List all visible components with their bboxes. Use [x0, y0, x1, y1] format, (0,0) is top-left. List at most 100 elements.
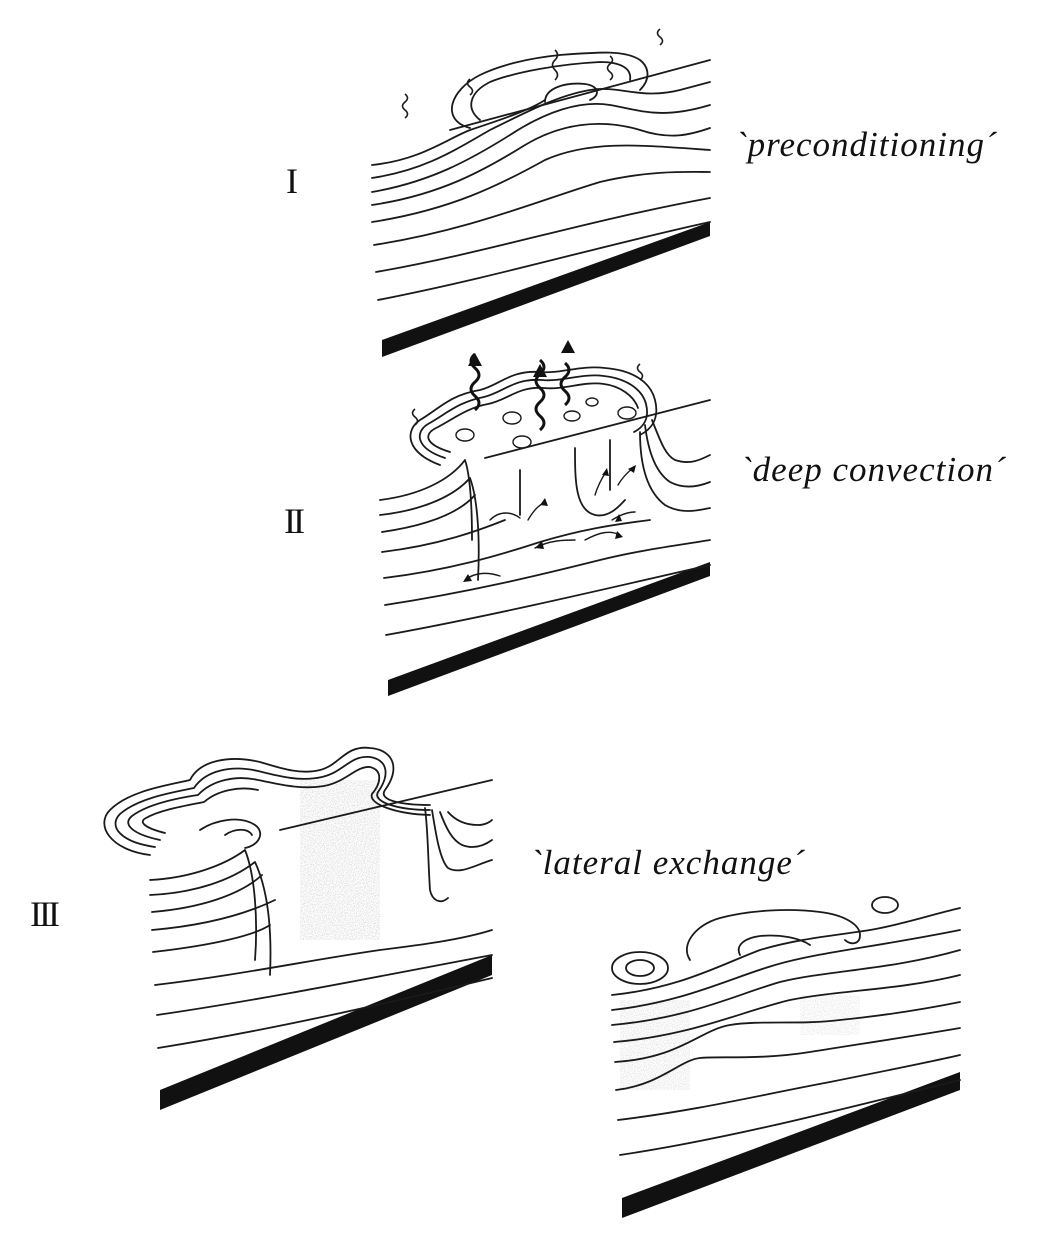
panel-3-eddy-core [199, 818, 262, 849]
panel-1-isopycnal [371, 122, 711, 206]
panel-1-heat-loss-arrow [606, 55, 614, 81]
stage-3-label: `lateral exchange´ [530, 843, 806, 882]
panel-3-isopycnal [619, 1079, 961, 1156]
panel-2-convective-plume [617, 406, 637, 420]
panel-3-surface-eddy [611, 951, 669, 985]
panel-3-isopycnal [157, 977, 493, 1049]
panel-3-eddy-contour [114, 756, 431, 848]
panel-2-circulation-arrow [611, 511, 636, 521]
panel-2-convective-plume [585, 397, 599, 407]
panel-2-heat-loss-arrow [636, 363, 644, 381]
panel-2-convective-plume [563, 410, 581, 422]
panel-1-isopycnal [371, 144, 711, 223]
panel-2-convective-plume [502, 411, 522, 425]
panel-3-eddy-contour [737, 934, 811, 956]
panel-2-isopycnal [381, 494, 476, 533]
panel-2-arrowhead [468, 353, 482, 366]
stage-2-numeral: II [284, 501, 305, 541]
panel-2-heat-loss-arrow [559, 361, 571, 407]
panel-2-arrowhead [602, 468, 609, 476]
panel-3-isopycnal [149, 861, 272, 976]
panel-3-eddy-contour [685, 909, 861, 961]
panel-1-heat-loss-arrow [401, 93, 409, 119]
panel-2-arrowhead [615, 531, 623, 539]
panel-2-arrowhead [540, 498, 548, 506]
panel-3-left-surface-edge [279, 779, 493, 831]
panel-2-convective-plume [455, 428, 475, 442]
panel-3-isopycnal [431, 809, 493, 872]
panel-2-arrowhead [533, 364, 547, 377]
panel-2-patch-contour [418, 374, 648, 459]
panel-1-dome-outer [451, 51, 649, 129]
panel-3-isopycnal [617, 1054, 961, 1121]
panel-3-mixed-water-stipple [300, 780, 380, 940]
panel-lateral-exchange-right [611, 896, 961, 1218]
panel-2-isopycnal [639, 431, 711, 512]
panel-3-isopycnal [152, 924, 271, 953]
panel-3-right-sea-floor [622, 1072, 960, 1218]
panel-3-isopycnal [151, 874, 263, 913]
panel-2-arrowhead [615, 514, 622, 522]
panel-2-circulation-arrow [584, 531, 621, 541]
panel-2-isopycnal [651, 419, 711, 463]
panel-3-isopycnal [439, 811, 493, 848]
panel-3-eddy-contour [103, 746, 431, 856]
panel-2-surface-edge [484, 399, 711, 459]
panel-1-isopycnal [371, 81, 711, 179]
panel-3-eddy-contour [141, 787, 259, 834]
panel-3-isopycnal [611, 907, 961, 996]
panel-3-right-stipple [800, 995, 860, 1035]
panel-2-arrowhead [463, 574, 472, 582]
panel-lateral-exchange-left [103, 746, 493, 1110]
panel-preconditioning [371, 28, 711, 357]
panel-1-sea-floor [382, 222, 710, 357]
panel-1-isopycnal [371, 103, 711, 193]
panel-1-heat-loss-arrow [551, 49, 559, 81]
panel-1-heat-loss-arrow [656, 28, 664, 46]
panel-1-isopycnal [371, 99, 546, 166]
panel-2-isopycnal [381, 519, 506, 553]
panel-2-arrowhead [561, 340, 575, 353]
stage-2-label: `deep convection´ [740, 450, 1007, 489]
panel-2-heat-loss-arrow [411, 408, 419, 426]
panel-3-isopycnal [611, 929, 961, 1011]
panel-deep-convection [379, 340, 711, 696]
panel-3-isopycnal [149, 849, 257, 961]
panel-3-isopycnal [447, 811, 493, 826]
panel-2-sea-floor [388, 562, 710, 696]
panel-3-surface-eddy [625, 959, 655, 977]
panel-2-arrowhead [535, 541, 544, 549]
panel-3-left-sea-floor [160, 955, 492, 1110]
panel-3-isopycnal [156, 954, 493, 1016]
panel-3-eddy-contour [127, 766, 431, 841]
stage-1-label: `preconditioning´ [735, 125, 998, 164]
panel-2-patch-contour [427, 382, 639, 453]
stage-3-numeral: III [30, 894, 60, 934]
panel-2-isopycnal [379, 459, 473, 541]
panel-3-surface-eddy [871, 896, 899, 914]
panel-3-eddy-core [224, 828, 253, 836]
panel-2-circulation-arrow [594, 471, 607, 496]
panel-1-heat-loss-arrow [466, 78, 474, 96]
panel-2-isopycnal [385, 564, 711, 636]
panel-2-isopycnal [379, 477, 480, 581]
panel-1-dome-inner [470, 61, 632, 121]
panel-3-isopycnal [154, 929, 493, 986]
panel-2-isopycnal [384, 539, 711, 606]
panel-2-isopycnal [383, 519, 651, 579]
panel-2-arrowhead [628, 465, 636, 473]
panel-1-isopycnal [377, 221, 711, 301]
panel-3-isopycnal [615, 1027, 961, 1091]
panel-2-circulation-arrow [489, 512, 521, 521]
panel-3-isopycnal [424, 807, 449, 903]
panel-2-isopycnal [644, 424, 711, 488]
panel-3-isopycnal [614, 1001, 961, 1063]
panel-1-isopycnal [373, 170, 711, 246]
panel-3-isopycnal [613, 974, 961, 1043]
panel-1-surface-edge [449, 59, 711, 131]
panel-3-isopycnal [611, 949, 961, 1026]
panel-2-chimney-line [574, 447, 626, 517]
panel-3-isopycnal [151, 899, 276, 931]
